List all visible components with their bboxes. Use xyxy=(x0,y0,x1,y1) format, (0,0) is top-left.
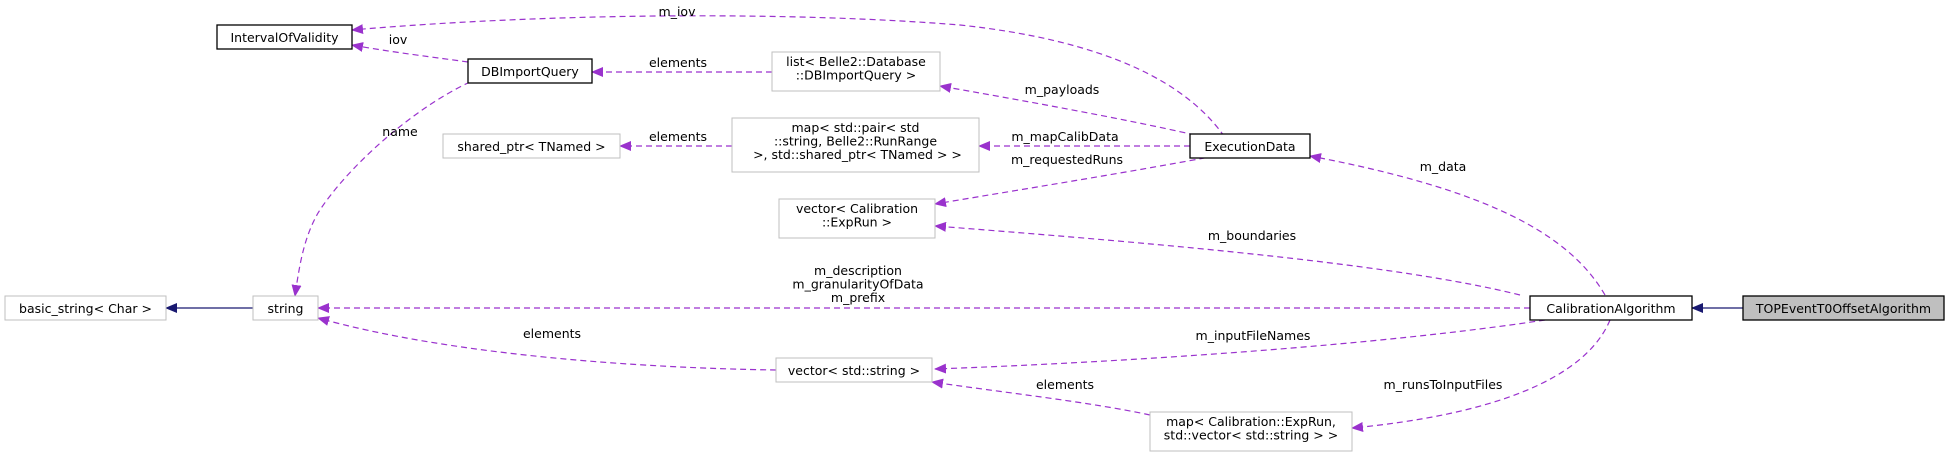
text-line: name xyxy=(382,124,418,139)
text-line: basic_string< Char > xyxy=(19,301,152,316)
text-line: m_data xyxy=(1420,159,1467,174)
text-line: TOPEventT0OffsetAlgorithm xyxy=(1755,301,1931,316)
node-label-string: string xyxy=(268,301,304,316)
text-line: elements xyxy=(649,55,707,70)
text-line: elements xyxy=(523,326,581,341)
edge-elements-dbimportquery: elements xyxy=(591,55,772,77)
node-label-shared-ptr-tnamed: shared_ptr< TNamed > xyxy=(457,139,605,154)
node-label-list-db-import-query: list< Belle2::Database::DBImportQuery > xyxy=(786,54,926,83)
text-line: m_description xyxy=(814,263,902,278)
edge-label-m-payloads: m_payloads xyxy=(1025,82,1100,97)
node-label-vector-std-string: vector< std::string > xyxy=(788,363,920,378)
text-line: m_inputFileNames xyxy=(1196,328,1311,343)
text-line: vector< std::string > xyxy=(788,363,920,378)
node-list-db-import-query[interactable]: list< Belle2::Database::DBImportQuery > xyxy=(771,51,941,92)
text-line: m_prefix xyxy=(831,290,885,305)
text-line: m_runsToInputFiles xyxy=(1384,377,1503,392)
edge-m-data: m_data xyxy=(1309,153,1606,296)
edge-label-m-iov: m_iov xyxy=(659,4,697,19)
text-line: IntervalOfValidity xyxy=(230,30,339,45)
edge-m-runstoinputfiles: m_runsToInputFiles xyxy=(1351,319,1611,432)
text-line: ::ExpRun > xyxy=(822,215,892,230)
text-line: string xyxy=(268,301,304,316)
node-shared-ptr-tnamed[interactable]: shared_ptr< TNamed > xyxy=(442,133,621,159)
node-map-pair-string-runrange[interactable]: map< std::pair< std::string, Belle2::Run… xyxy=(731,117,980,173)
node-basic-string-char[interactable]: basic_string< Char > xyxy=(4,295,167,321)
edge-label-elements-dbimportquery: elements xyxy=(649,55,707,70)
text-line: map< std::pair< std xyxy=(792,120,920,135)
text-line: map< Calibration::ExpRun, xyxy=(1166,414,1336,429)
node-execution-data[interactable]: ExecutionData xyxy=(1189,133,1311,159)
node-map-exprun-vector-string[interactable]: map< Calibration::ExpRun,std::vector< st… xyxy=(1149,411,1353,452)
node-label-interval-of-validity: IntervalOfValidity xyxy=(230,30,339,45)
edge-label-m-boundaries: m_boundaries xyxy=(1208,228,1296,243)
text-line: CalibrationAlgorithm xyxy=(1546,301,1675,316)
edge-label-m-inputfilenames: m_inputFileNames xyxy=(1196,328,1311,343)
text-line: std::vector< std::string > > xyxy=(1164,428,1338,443)
text-line: vector< Calibration xyxy=(796,201,918,216)
text-line: m_payloads xyxy=(1025,82,1100,97)
node-label-basic-string-char: basic_string< Char > xyxy=(19,301,152,316)
text-line: shared_ptr< TNamed > xyxy=(457,139,605,154)
node-interval-of-validity[interactable]: IntervalOfValidity xyxy=(216,24,353,50)
edge-m-boundaries: m_boundaries xyxy=(934,221,1521,296)
node-string[interactable]: string xyxy=(252,295,319,321)
edge-m-iov: m_iov xyxy=(351,4,1231,146)
text-line: DBImportQuery xyxy=(481,64,579,79)
text-line: ExecutionData xyxy=(1204,139,1295,154)
text-line: m_mapCalibData xyxy=(1011,129,1118,144)
edge-label-name: name xyxy=(382,124,418,139)
edge-elements-sharedptr: elements xyxy=(619,129,732,151)
edge-elements-vectorstring: elements xyxy=(931,377,1151,416)
node-label-calibration-algorithm: CalibrationAlgorithm xyxy=(1546,301,1675,316)
node-label-execution-data: ExecutionData xyxy=(1204,139,1295,154)
edge-m-mapcalibdata: m_mapCalibData xyxy=(978,129,1190,151)
edge-label-m-data: m_data xyxy=(1420,159,1467,174)
node-calibration-algorithm[interactable]: CalibrationAlgorithm xyxy=(1529,295,1693,321)
edge-iov: iov xyxy=(351,32,469,63)
edge-label-m-runstoinputfiles: m_runsToInputFiles xyxy=(1384,377,1503,392)
edge-elements-string: elements xyxy=(317,316,777,371)
edge-label-elements-vectorstring: elements xyxy=(1036,377,1094,392)
text-line: elements xyxy=(649,129,707,144)
edge-m-payloads: m_payloads xyxy=(939,82,1196,136)
text-line: >, std::shared_ptr< TNamed > > xyxy=(749,147,962,162)
node-db-import-query[interactable]: DBImportQuery xyxy=(467,58,593,84)
edge-m-requestedruns: m_requestedRuns xyxy=(934,152,1216,208)
node-label-vector-exprun: vector< Calibration::ExpRun > xyxy=(796,201,918,230)
node-vector-exprun[interactable]: vector< Calibration::ExpRun > xyxy=(778,198,936,239)
text-line: m_granularityOfData xyxy=(792,277,923,292)
text-line: m_requestedRuns xyxy=(1011,152,1123,167)
edge-name: name xyxy=(291,81,471,297)
node-label-map-exprun-vector-string: map< Calibration::ExpRun,std::vector< st… xyxy=(1164,414,1338,443)
node-vector-std-string[interactable]: vector< std::string > xyxy=(775,357,933,383)
text-line: elements xyxy=(1036,377,1094,392)
text-line: list< Belle2::Database xyxy=(786,54,926,69)
text-line: ::DBImportQuery > xyxy=(796,68,917,83)
edge-m-inputfilenames: m_inputFileNames xyxy=(934,319,1546,374)
edge-label-elements-string: elements xyxy=(523,326,581,341)
text-line: iov xyxy=(389,32,408,47)
edge-label-m-requestedruns: m_requestedRuns xyxy=(1011,152,1123,167)
node-top-event-t0-offset-algorithm[interactable]: TOPEventT0OffsetAlgorithm xyxy=(1742,295,1945,321)
node-label-map-pair-string-runrange: map< std::pair< std::string, Belle2::Run… xyxy=(749,120,962,162)
text-line: m_iov xyxy=(659,4,697,19)
text-line: m_boundaries xyxy=(1208,228,1296,243)
node-label-top-event-t0-offset-algorithm: TOPEventT0OffsetAlgorithm xyxy=(1755,301,1931,316)
edge-label-m-mapcalibdata: m_mapCalibData xyxy=(1011,129,1118,144)
node-label-db-import-query: DBImportQuery xyxy=(481,64,579,79)
text-line: ::string, Belle2::RunRange xyxy=(774,134,937,149)
edge-label-iov: iov xyxy=(389,32,408,47)
edge-label-elements-sharedptr: elements xyxy=(649,129,707,144)
